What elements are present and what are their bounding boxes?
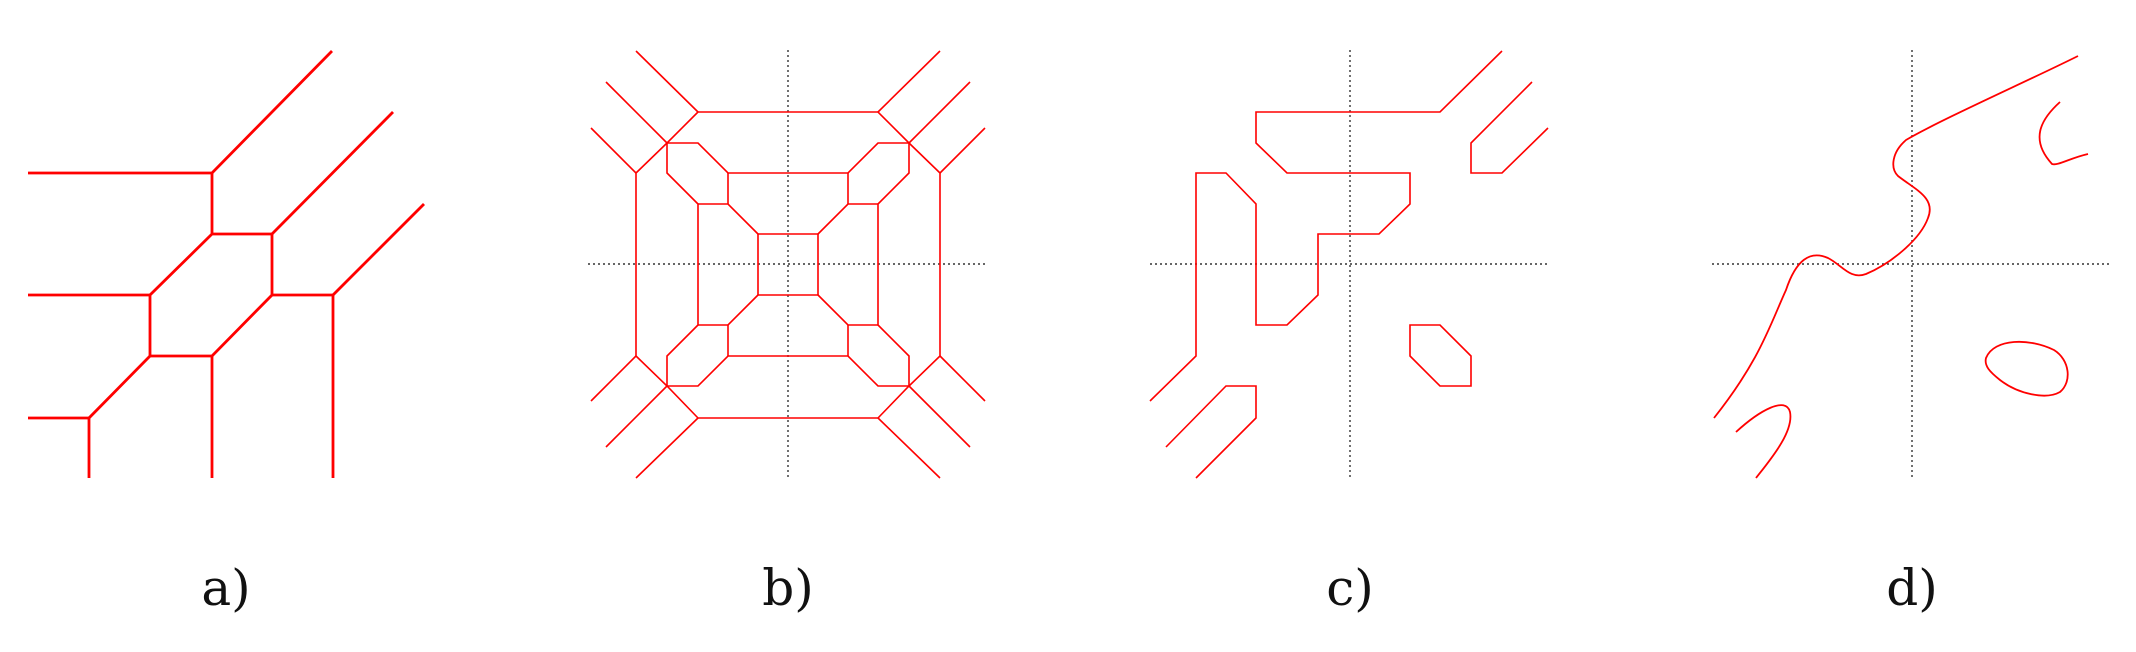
connector xyxy=(817,294,878,326)
panel-label-b: b) xyxy=(762,559,814,617)
tentacle xyxy=(908,385,971,448)
curve-segment xyxy=(148,173,274,358)
upper-right-branch xyxy=(2038,101,2089,166)
connector xyxy=(698,294,759,326)
tropical-curve-b xyxy=(590,50,986,479)
oval-component xyxy=(1984,340,2069,397)
tentacle xyxy=(635,50,699,113)
tentacle xyxy=(590,355,637,402)
tentacle xyxy=(605,385,668,448)
lower-left-branch xyxy=(1165,385,1257,479)
panel-c: c) xyxy=(1149,50,1550,617)
tentacle xyxy=(939,127,986,174)
curve-segment xyxy=(332,203,425,296)
panel-label-d: d) xyxy=(1886,559,1938,617)
tropical-curve-a xyxy=(28,50,425,478)
main-branch xyxy=(1713,55,2079,419)
lower-left-branch xyxy=(1735,404,1792,479)
panel-label-c: c) xyxy=(1326,559,1374,617)
panel-b: b) xyxy=(588,50,988,617)
polygon-curve-c xyxy=(1149,50,1549,479)
panel-d: d) xyxy=(1712,50,2112,617)
tentacle xyxy=(605,81,668,144)
connector xyxy=(698,203,759,235)
tentacle xyxy=(635,417,699,479)
tentacle xyxy=(939,355,986,402)
tentacle xyxy=(590,127,637,174)
connector xyxy=(817,203,878,235)
curve-segment xyxy=(28,50,333,175)
curve-segment xyxy=(271,111,394,235)
tentacle xyxy=(877,417,941,479)
main-branch xyxy=(1149,50,1503,402)
panel-a: a) xyxy=(28,50,425,617)
oval-component xyxy=(1409,324,1472,387)
tentacle xyxy=(908,81,971,144)
curve-segment xyxy=(272,293,335,478)
curve-segment xyxy=(87,355,151,478)
panel-label-a: a) xyxy=(201,559,250,617)
upper-right-branch xyxy=(1470,81,1549,174)
smooth-curve-d xyxy=(1713,55,2089,479)
tentacle xyxy=(877,50,941,113)
